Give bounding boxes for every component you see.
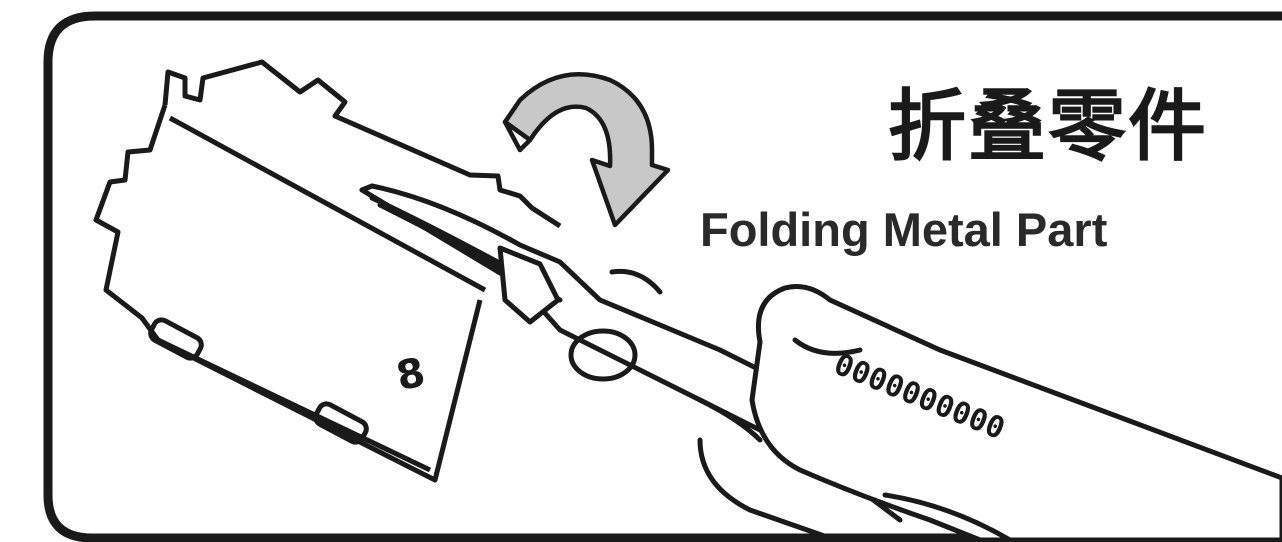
title-chinese: 折叠零件 (888, 82, 1209, 172)
title-english: Folding Metal Part (700, 203, 1108, 256)
hand-icon (697, 284, 1282, 542)
panel-frame (43, 11, 1282, 542)
metal-part-icon (93, 59, 562, 483)
fold-arrow-icon (502, 72, 671, 228)
pliers-icon (359, 183, 963, 523)
part-number-label: 8 (392, 349, 429, 400)
